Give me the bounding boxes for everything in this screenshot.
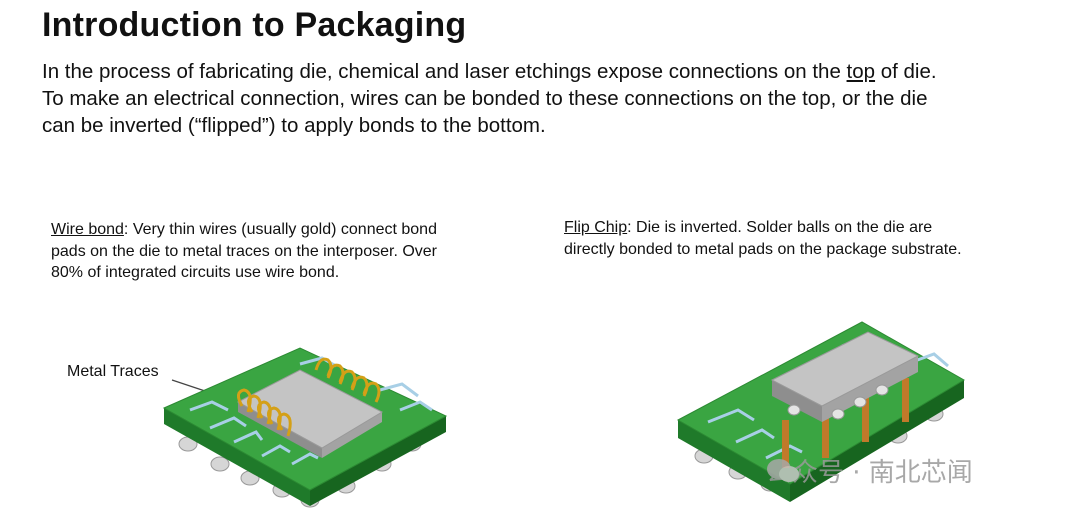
- intro-line-2: To make an electrical connection, wires …: [42, 87, 928, 110]
- flip-chip-term: Flip Chip: [564, 219, 628, 236]
- die-side-right: [322, 412, 382, 458]
- die-top: [770, 331, 920, 407]
- die-solder-balls: [787, 384, 889, 420]
- die-top: [236, 369, 384, 449]
- flip-chip-text: : Die is inverted. Solder balls on the d…: [564, 219, 962, 258]
- wire-bond-text: : Very thin wires (usually gold) connect…: [51, 221, 437, 281]
- die-side-right: [822, 356, 918, 422]
- wechat-icon: [767, 458, 799, 482]
- substrate-side-right: [790, 380, 964, 502]
- substrate-side-left: [678, 420, 790, 502]
- intro-line-1-end: of die.: [875, 60, 937, 83]
- copper-pillars: [782, 378, 909, 468]
- watermark-text: 公众号 · 南北芯闻: [766, 458, 973, 488]
- board-side-left: [164, 408, 310, 506]
- top-emphasis: top: [846, 60, 876, 83]
- board-side-right: [310, 416, 446, 506]
- wire-bond-term: Wire bond: [51, 221, 124, 238]
- metal-traces-label: Metal Traces: [67, 363, 159, 380]
- wire-bond-illustration: [162, 347, 448, 508]
- intro-paragraph: In the process of fabricating die, chemi…: [42, 58, 1072, 139]
- bond-wires: [237, 357, 381, 437]
- intro-line-1: In the process of fabricating die, chemi…: [42, 58, 1072, 85]
- die-side-left: [772, 380, 822, 422]
- watermark: 公众号 · 南北芯闻: [766, 452, 973, 489]
- flip-chip-description: Flip Chip: Die is inverted. Solder balls…: [564, 217, 984, 260]
- intro-line-1-text: In the process of fabricating die, chemi…: [42, 60, 847, 83]
- wire-bond-description: Wire bond: Very thin wires (usually gold…: [51, 219, 461, 284]
- flip-chip-illustration: [676, 321, 965, 502]
- page-title: Introduction to Packaging: [42, 6, 467, 44]
- intro-line-3: can be inverted (“flipped”) to apply bon…: [42, 114, 546, 137]
